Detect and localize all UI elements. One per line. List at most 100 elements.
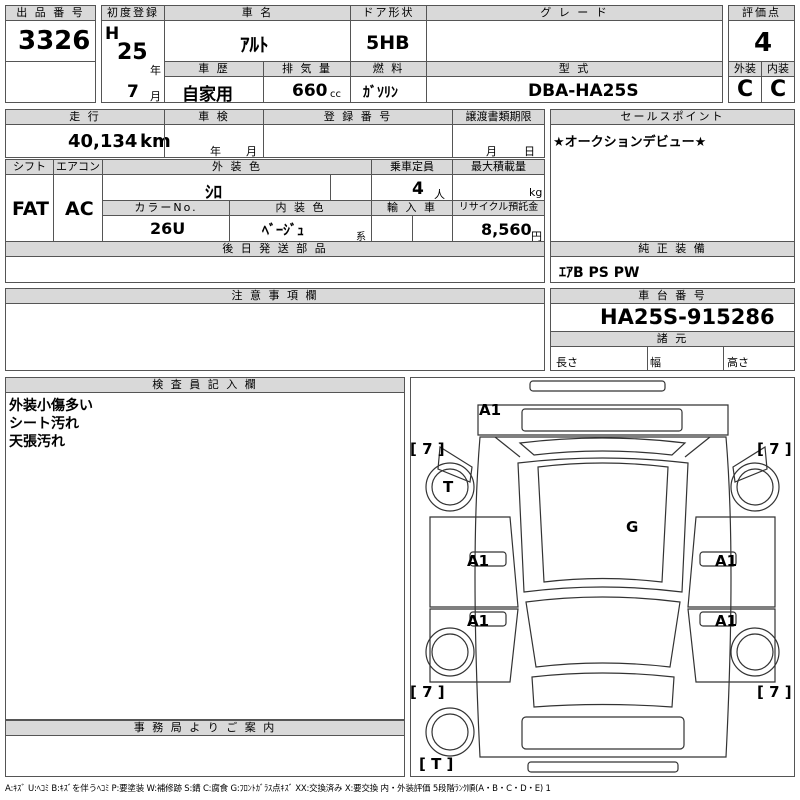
notes-header: 注 意 事 項 欄	[5, 288, 545, 304]
lot-number: 3326	[18, 26, 91, 56]
diagram-side-rr: [ 7 ]	[757, 683, 792, 701]
reg-no-cell	[263, 124, 453, 158]
transfer-deadline-cell	[452, 124, 545, 158]
car-name-header: 車 名	[164, 5, 351, 21]
genuine-equipment-cell	[550, 256, 795, 283]
inspection-month-unit: 月	[246, 145, 257, 158]
chassis-no: HA25S-915286	[600, 305, 775, 329]
history-header: 車 歴	[164, 61, 264, 77]
interior-grade: C	[770, 77, 787, 102]
diagram-top-label: A1	[479, 401, 502, 419]
interior-header: 内装	[761, 61, 795, 77]
displacement-unit: cc	[330, 89, 341, 100]
reg-year-unit: 年	[150, 64, 161, 77]
score-header: 評価点	[728, 5, 795, 21]
diagram-tire-fl: T	[443, 478, 454, 496]
reg-year: 25	[117, 40, 148, 65]
fuel-header: 燃 料	[350, 61, 427, 77]
interior-cell	[761, 76, 795, 103]
length-label: 長さ	[556, 356, 578, 369]
sales-point: ★オークションデビュー★	[553, 135, 707, 150]
lot-number-blank	[5, 61, 96, 103]
width-label: 幅	[650, 356, 661, 369]
ext-color: ｼﾛ	[205, 183, 222, 203]
lot-number-header: 出 品 番 号	[5, 5, 96, 21]
max-load-header: 最大積載量	[452, 159, 545, 175]
reg-month-unit: 月	[150, 90, 161, 103]
color-no-header: カラーNo.	[102, 200, 230, 216]
inspector-note-1: 外装小傷多い	[9, 398, 93, 414]
exterior-grade: C	[737, 77, 754, 102]
model-code: DBA-HA25S	[528, 81, 639, 101]
diagram-side-fl: [ 7 ]	[410, 440, 445, 458]
transfer-month-unit: 月	[486, 145, 497, 158]
inspector-header: 検 査 員 記 入 欄	[5, 377, 405, 393]
car-name: ｱﾙﾄ	[240, 34, 269, 56]
displacement: 660	[292, 81, 328, 101]
exterior-header: 外装	[728, 61, 762, 77]
int-color: ﾍﾞｰｼﾞｭ	[262, 223, 304, 239]
diagram-rear-door-right: A1	[715, 612, 738, 630]
shift: FAT	[12, 198, 49, 220]
door-type: 5HB	[366, 32, 410, 54]
import-header: 輸 入 車	[371, 200, 453, 216]
reg-no-header: 登 録 番 号	[263, 109, 453, 125]
diagram-front-door-left: A1	[467, 552, 490, 570]
later-parts-cell	[5, 256, 545, 283]
chassis-header: 車 台 番 号	[550, 288, 795, 304]
recycle-unit: 円	[531, 230, 542, 243]
aircon: AC	[65, 198, 94, 220]
max-load-unit: kg	[529, 186, 543, 199]
model-code-header: 型 式	[426, 61, 723, 77]
inspector-cell	[5, 392, 405, 720]
height-cell	[723, 346, 795, 371]
capacity: 4	[412, 179, 424, 199]
notes-cell	[5, 303, 545, 371]
ext-color-extra-cell	[330, 174, 372, 201]
sales-point-header: セールスポイント	[550, 109, 795, 125]
aircon-header: エアコン	[53, 159, 103, 175]
era: H	[105, 24, 120, 44]
capacity-header: 乗車定員	[371, 159, 453, 175]
specs-header: 諸 元	[550, 331, 795, 347]
inspection-year-unit: 年	[210, 145, 221, 158]
genuine-equipment: ｴｱB PS PW	[559, 265, 640, 281]
mileage-header: 走 行	[5, 109, 165, 125]
displacement-header: 排 気 量	[263, 61, 351, 77]
import-cell-b	[412, 215, 453, 242]
recycle-fee: 8,560	[481, 220, 532, 239]
recycle-header: リサイクル預託金	[452, 200, 545, 216]
int-color-unit: 系	[356, 232, 366, 243]
height-label: 高さ	[727, 356, 749, 369]
genuine-equipment-header: 純 正 装 備	[550, 241, 795, 257]
import-cell-a	[371, 215, 413, 242]
transfer-deadline-header: 譲渡書類期限	[452, 109, 545, 125]
transfer-day-unit: 日	[524, 145, 535, 158]
diagram-rear-door-left: A1	[467, 612, 490, 630]
legend: A:ｷｽﾞ U:ﾍｺﾐ B:ｷｽﾞを伴うﾍｺﾐ P:要塗装 W:補修跡 S:錆 …	[5, 784, 551, 794]
shift-header: シフト	[5, 159, 54, 175]
grade-cell	[426, 20, 723, 62]
mileage: 40,134	[68, 131, 138, 152]
diagram-side-fr: [ 7 ]	[757, 440, 792, 458]
later-parts-header: 後 日 発 送 部 品	[5, 241, 545, 257]
inspector-note-3: 天張汚れ	[9, 434, 65, 450]
int-color-header: 内 装 色	[229, 200, 372, 216]
office-header: 事 務 局 よ り ご 案 内	[5, 720, 405, 736]
car-diagram	[425, 380, 780, 773]
office-cell	[5, 735, 405, 777]
car-diagram-panel	[410, 377, 795, 777]
diagram-bottom: [ T ]	[419, 755, 454, 773]
fuel: ｶﾞｿﾘﾝ	[363, 85, 398, 101]
diagram-front-door-right: A1	[715, 552, 738, 570]
reg-month: 7	[127, 82, 139, 102]
inspection-header: 車 検	[164, 109, 264, 125]
model-code-cell	[426, 76, 723, 103]
score: 4	[754, 28, 773, 58]
capacity-unit: 人	[434, 188, 445, 201]
ext-color-header: 外 装 色	[102, 159, 372, 175]
inspector-note-2: シート汚れ	[9, 416, 79, 432]
history: 自家用	[182, 85, 233, 105]
grade-header: グ レ ー ド	[426, 5, 723, 21]
diagram-side-rl: [ 7 ]	[410, 683, 445, 701]
